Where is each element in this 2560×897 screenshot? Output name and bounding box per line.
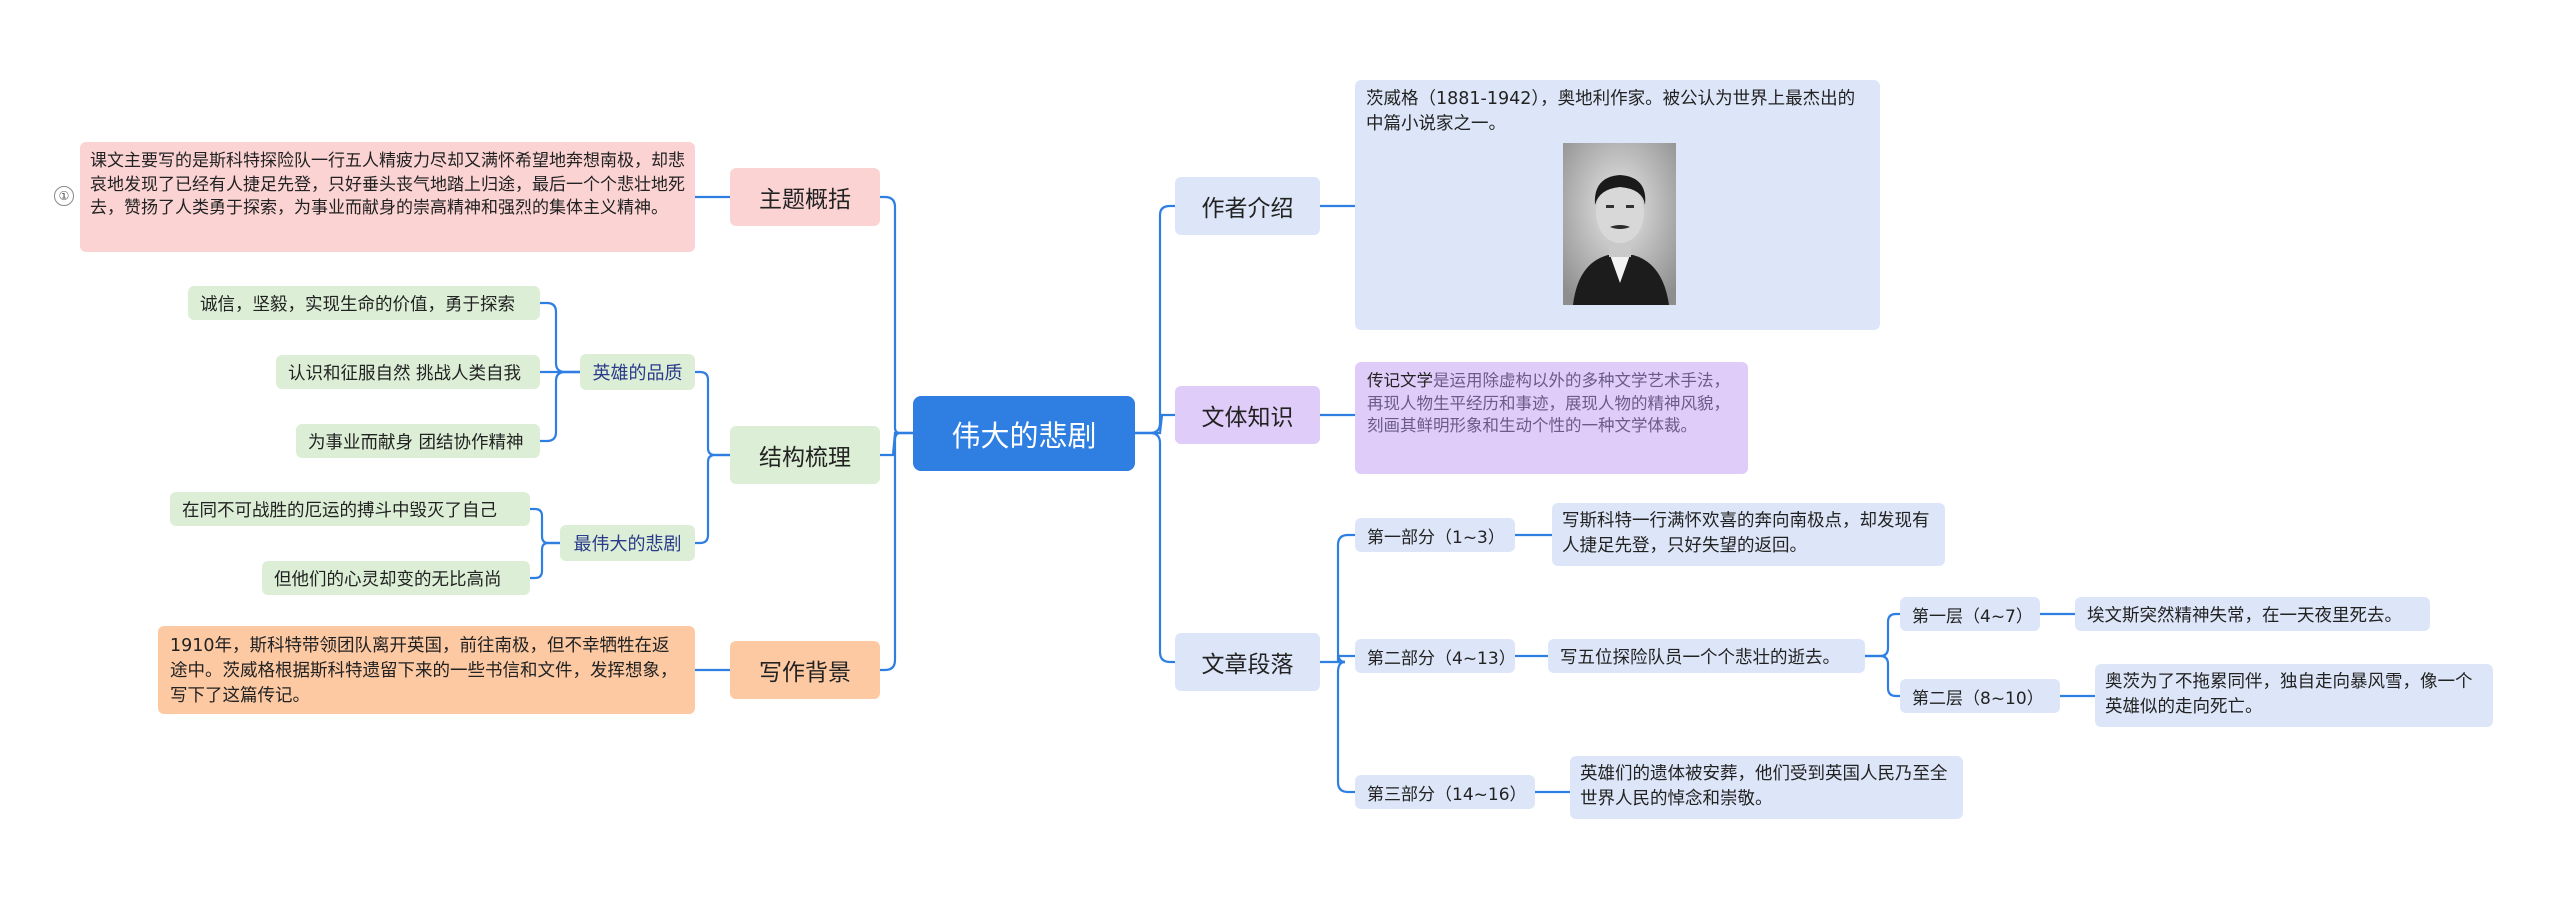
topic-genre[interactable]: 文体知识 [1175, 386, 1320, 444]
part-1-text[interactable]: 写斯科特一行满怀欢喜的奔向南极点，却发现有人捷足先登，只好失望的返回。 [1552, 503, 1945, 566]
layer-1-label[interactable]: 第一层（4~7） [1900, 597, 2040, 631]
list-item[interactable]: 为事业而献身 团结协作精神 [296, 424, 540, 458]
topic-sections[interactable]: 文章段落 [1175, 633, 1320, 691]
layer-1-text[interactable]: 埃文斯突然精神失常，在一天夜里死去。 [2075, 597, 2430, 631]
topic-background[interactable]: 写作背景 [730, 641, 880, 699]
badge-icon: ① [54, 186, 74, 206]
list-item[interactable]: 认识和征服自然 挑战人类自我 [276, 355, 540, 389]
part-3-label[interactable]: 第三部分（14~16） [1355, 775, 1535, 809]
genre-term: 传记文学 [1367, 371, 1433, 390]
genre-text[interactable]: 传记文学是运用除虚构以外的多种文学艺术手法，再现人物生平经历和事迹，展现人物的精… [1355, 362, 1748, 474]
list-item[interactable]: 诚信，坚毅，实现生命的价值，勇于探索 [188, 286, 540, 320]
topic-structure[interactable]: 结构梳理 [730, 426, 880, 484]
layer-2-label[interactable]: 第二层（8~10） [1900, 679, 2060, 713]
part-2-text[interactable]: 写五位探险队员一个个悲壮的逝去。 [1548, 639, 1865, 673]
center-topic[interactable]: 伟大的悲剧 [913, 396, 1135, 471]
author-portrait [1563, 143, 1676, 305]
structure-group-greatest-tragedy[interactable]: 最伟大的悲剧 [560, 525, 695, 561]
background-text[interactable]: 1910年，斯科特带领团队离开英国，前往南极，但不幸牺牲在返途中。茨威格根据斯科… [158, 626, 695, 714]
part-1-label[interactable]: 第一部分（1~3） [1355, 518, 1515, 552]
layer-2-text[interactable]: 奥茨为了不拖累同伴，独自走向暴风雪，像一个英雄似的走向死亡。 [2095, 664, 2493, 727]
genre-definition: 是运用除虚构以外的多种文学艺术手法，再现人物生平经历和事迹，展现人物的精神风貌，… [1367, 371, 1730, 435]
part-3-text[interactable]: 英雄们的遗体被安葬，他们受到英国人民乃至全世界人民的悼念和崇敬。 [1570, 756, 1963, 819]
part-2-label[interactable]: 第二部分（4~13） [1355, 639, 1516, 673]
list-item[interactable]: 在同不可战胜的厄运的搏斗中毁灭了自己 [170, 492, 530, 526]
topic-author[interactable]: 作者介绍 [1175, 177, 1320, 235]
author-text: 茨威格（1881-1942），奥地利作家。被公认为世界上最杰出的中篇小说家之一。 [1366, 89, 1856, 134]
theme-text[interactable]: 课文主要写的是斯科特探险队一行五人精疲力尽却又满怀希望地奔想南极，却悲哀地发现了… [80, 142, 695, 252]
structure-group-heroic-qualities[interactable]: 英雄的品质 [580, 354, 695, 390]
list-item[interactable]: 但他们的心灵却变的无比高尚 [262, 561, 530, 595]
topic-theme[interactable]: 主题概括 [730, 168, 880, 226]
